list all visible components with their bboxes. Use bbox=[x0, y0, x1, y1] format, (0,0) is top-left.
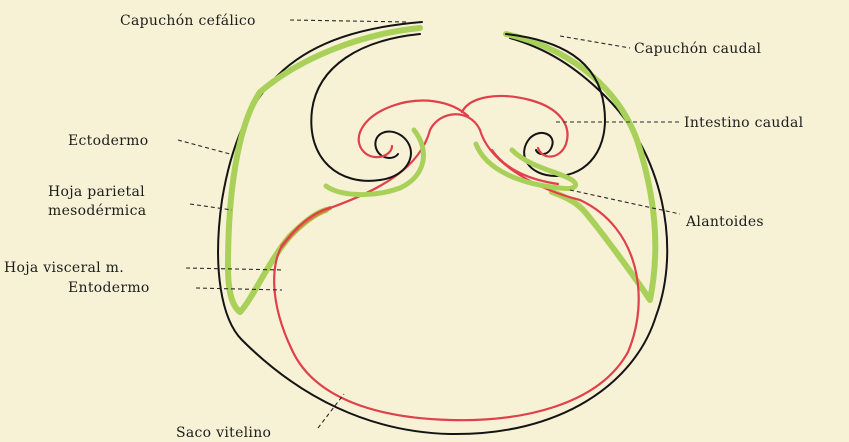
label-mesodermica: mesodérmica bbox=[48, 203, 146, 219]
label-entodermo: Entodermo bbox=[68, 280, 150, 296]
label-capuchon-cefalico: Capuchón cefálico bbox=[120, 13, 256, 29]
label-ectodermo: Ectodermo bbox=[68, 133, 148, 149]
yolk-sac-endoderm bbox=[274, 114, 639, 420]
label-intestino-caudal: Intestino caudal bbox=[684, 115, 804, 131]
leader-lines bbox=[178, 20, 680, 428]
label-saco-vitelino: Saco vitelino bbox=[176, 425, 271, 441]
label-hoja-parietal: Hoja parietal bbox=[48, 184, 145, 200]
labels: Capuchón cefálico Capuchón caudal Ectode… bbox=[4, 13, 804, 441]
label-hoja-visceral: Hoja visceral m. bbox=[4, 260, 124, 276]
label-alantoides: Alantoides bbox=[685, 214, 764, 230]
label-capuchon-caudal: Capuchón caudal bbox=[634, 41, 762, 57]
head-fold-ectoderm bbox=[311, 34, 420, 181]
